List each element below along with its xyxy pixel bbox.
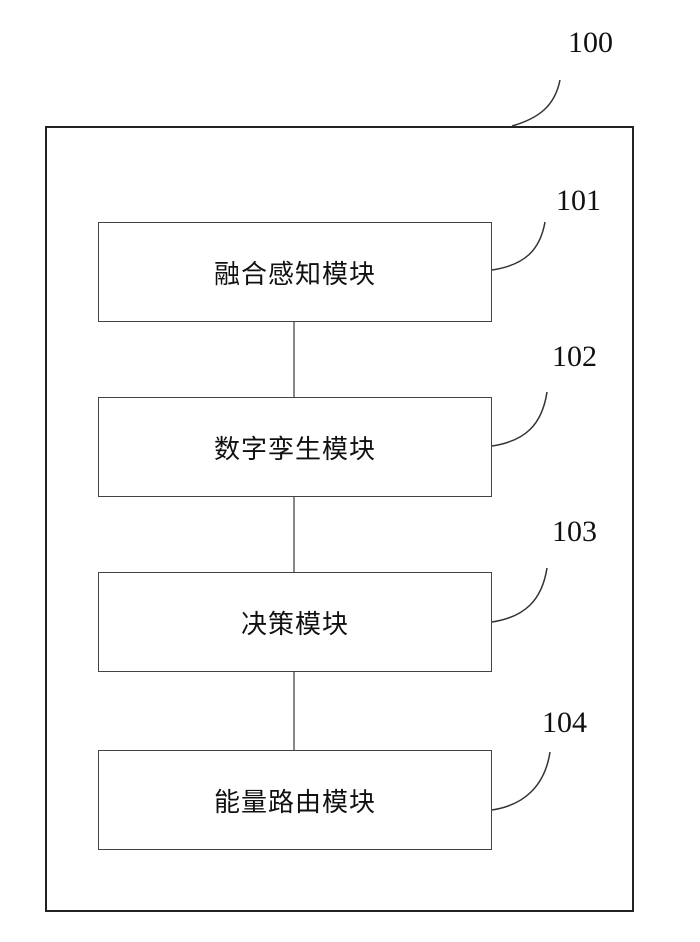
module-box-fusion-perception: 融合感知模块 [98,222,492,322]
module-box-energy-routing: 能量路由模块 [98,750,492,850]
module-label: 数字孪生模块 [214,429,376,466]
connector-line [293,497,295,572]
module-label: 能量路由模块 [214,782,376,819]
ref-label-module-3: 103 [552,515,597,549]
ref-label-module-4: 104 [542,706,587,740]
module-label: 决策模块 [241,604,349,641]
module-label: 融合感知模块 [214,254,376,291]
ref-label-module-1: 101 [556,184,601,218]
leader-line-100 [512,80,560,126]
connector-line [293,322,295,397]
module-box-digital-twin: 数字孪生模块 [98,397,492,497]
connector-line [293,672,295,750]
ref-label-module-2: 102 [552,340,597,374]
module-box-decision: 决策模块 [98,572,492,672]
ref-label-system: 100 [568,26,613,60]
